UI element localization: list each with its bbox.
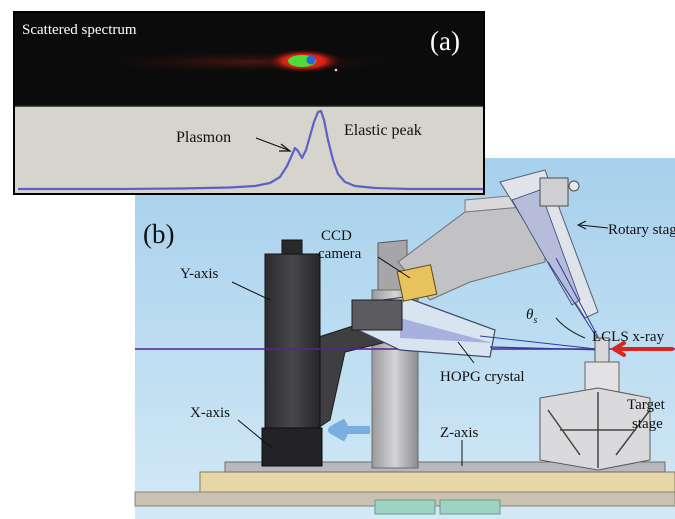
base-foot-left: [374, 499, 436, 515]
leader-rotary-head: [576, 220, 587, 230]
spectrometer-beam-cone: [400, 318, 493, 343]
hopg-label: HOPG crystal: [440, 369, 525, 385]
rotary-stage: [539, 177, 569, 207]
lcls-arrow: [612, 341, 674, 357]
hot-spot-dot: [334, 68, 338, 72]
sample-stage-neck: [584, 361, 620, 393]
panel-b-tag: (b): [143, 219, 174, 249]
rail: [224, 461, 666, 473]
z-axis-label: Z-axis: [440, 425, 478, 441]
leader-rotary: [579, 224, 609, 229]
scatter-path-1: [489, 346, 606, 351]
plasmon-arrow-line: [255, 137, 289, 151]
scatter-path-2: [479, 335, 606, 351]
dark-column-base: [261, 427, 323, 467]
y-axis-label: Y-axis: [180, 266, 218, 282]
spectrum-title: Scattered spectrum: [22, 22, 137, 38]
hot-spot-core: [306, 55, 316, 65]
x-axis-label: X-axis: [190, 405, 230, 421]
panel-a-tag: (a): [430, 26, 460, 56]
rotary-to-sample-2: [547, 261, 606, 351]
base-foot-right: [439, 499, 501, 515]
rotary-to-sample-1: [555, 257, 606, 351]
plasmon-label: Plasmon: [176, 129, 231, 146]
target-stage-struts: [547, 392, 651, 468]
target-label-line2: stage: [632, 416, 663, 432]
leader-yaxis: [231, 281, 271, 301]
faint-streak: [80, 50, 420, 74]
ccd-label-line1: CCD: [321, 228, 352, 244]
plasmon-arrow-head: [279, 143, 292, 152]
dark-column: [264, 253, 321, 430]
ccd-camera-body: [396, 264, 438, 302]
theta-arc: [555, 317, 586, 339]
base-plate: [199, 471, 675, 493]
blue-motion-arrow: [328, 418, 370, 442]
panel-b: (b) CCD camera Y-axis X-axis Z-axis Rota…: [134, 158, 675, 519]
camera-mount: [351, 299, 403, 331]
ccd-label-line2: camera: [318, 246, 362, 262]
target-stage: [539, 387, 651, 471]
rotary-arm-inner: [511, 189, 581, 306]
panel-a: Scattered spectrum (a) Plasmon Elastic p…: [13, 11, 485, 195]
leader-xaxis: [237, 419, 273, 449]
spectrum-curve: [18, 109, 483, 191]
rotary-knob: [568, 180, 580, 192]
elastic-peak-label: Elastic peak: [344, 122, 422, 139]
lcls-label: LCLS x-ray: [592, 329, 665, 345]
rotary-stage-label: Rotary stage: [608, 222, 675, 238]
leader-hopg: [457, 341, 475, 364]
theta-label: θs: [526, 307, 537, 326]
leader-ccd: [377, 256, 411, 279]
target-label-line1: Target: [627, 397, 666, 413]
